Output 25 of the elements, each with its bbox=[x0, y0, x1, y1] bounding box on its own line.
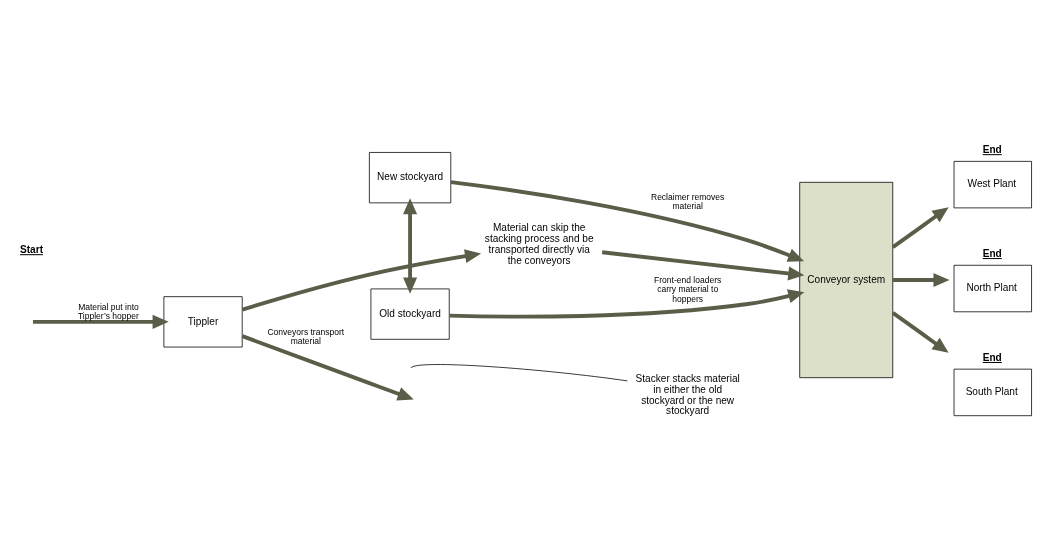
node-text: Material can skip the stacking process and be transported directly via the conveyors bbox=[484, 221, 594, 266]
label: Start bbox=[20, 243, 44, 255]
node-text: Stacker stacks material in either the old stockyard or the new stockyard bbox=[635, 372, 740, 416]
arrow bbox=[241, 333, 414, 401]
edge-label: Conveyors transport material bbox=[267, 326, 345, 346]
edge-label: Material put into Tippler’s hopper bbox=[77, 301, 139, 321]
arrow bbox=[450, 179, 805, 262]
node-label: End bbox=[982, 351, 1002, 363]
node-box: Old stockyard bbox=[370, 288, 450, 340]
arrow bbox=[891, 206, 949, 249]
node-label: End bbox=[982, 143, 1002, 155]
node-box: Conveyor system bbox=[799, 181, 894, 378]
node-label: End bbox=[982, 247, 1002, 259]
arrow bbox=[449, 288, 805, 319]
arrow bbox=[891, 310, 949, 353]
node-box: New stockyard bbox=[369, 151, 452, 203]
connector bbox=[410, 363, 628, 381]
arrow bbox=[403, 197, 418, 294]
arrow bbox=[892, 272, 950, 287]
arrow bbox=[241, 248, 482, 311]
edge-label: Front-end loaders carry material to hoppers bbox=[654, 274, 722, 304]
arrow bbox=[601, 249, 805, 280]
node-box: Tippler bbox=[163, 295, 243, 347]
arrow bbox=[32, 314, 169, 329]
edge-label: Reclaimer removes material bbox=[650, 191, 725, 211]
